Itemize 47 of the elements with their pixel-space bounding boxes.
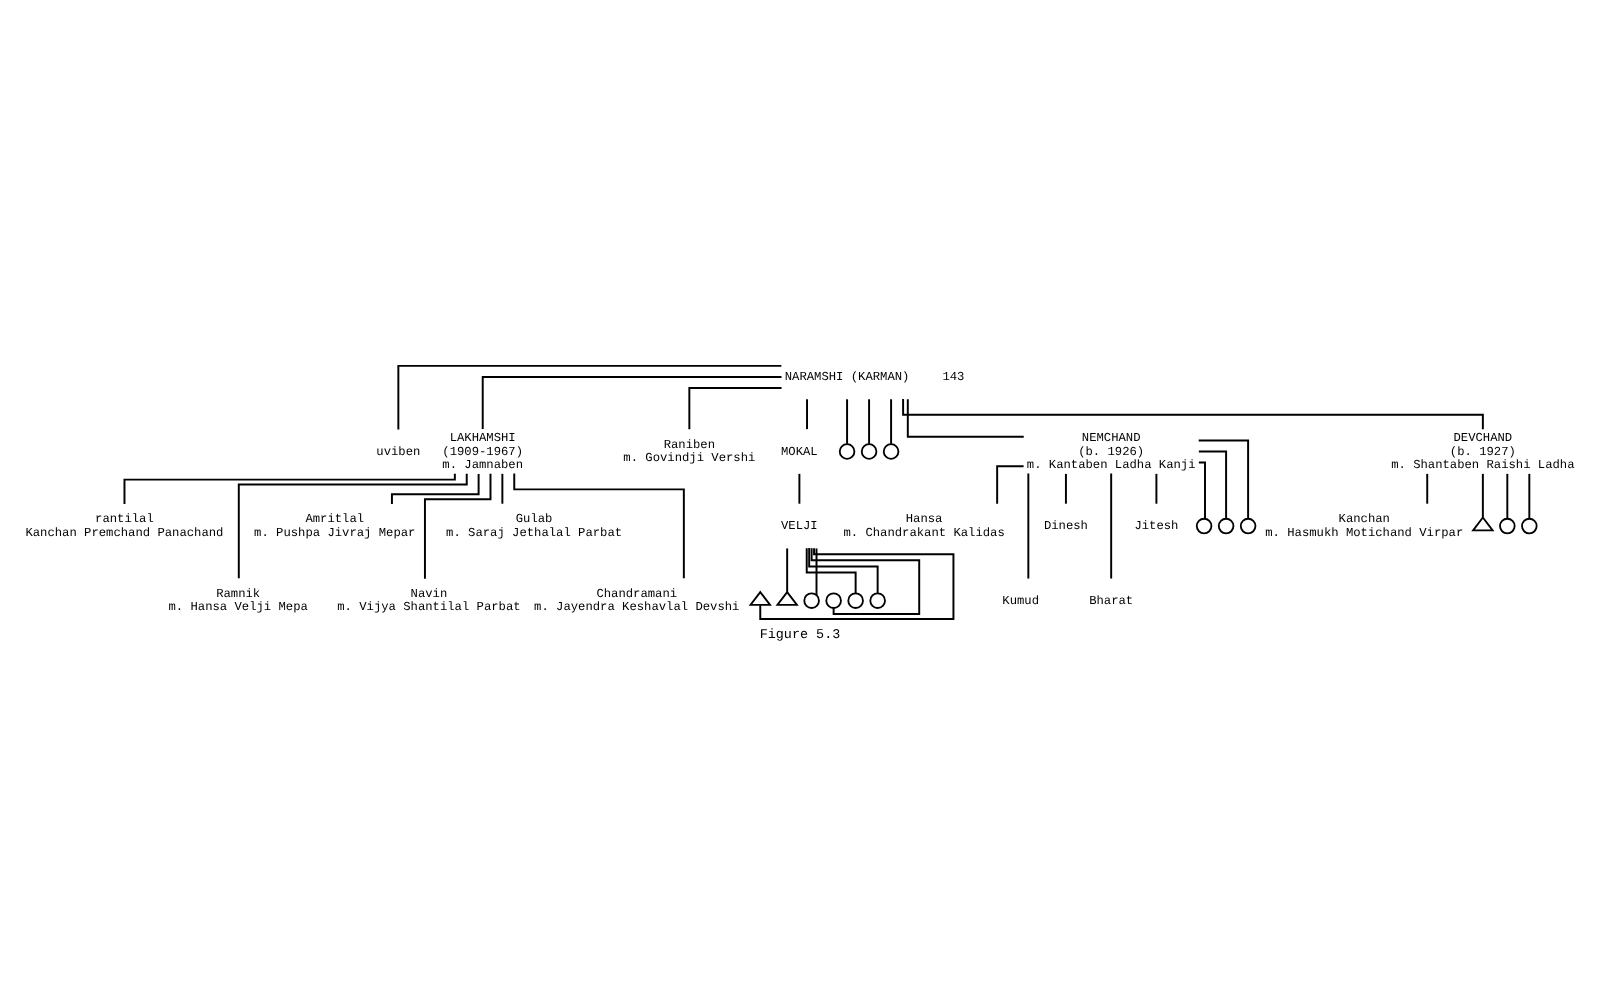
connector (808, 547, 879, 595)
connector (906, 398, 1025, 438)
connector (786, 547, 789, 593)
connector (759, 547, 955, 620)
connector (481, 375, 783, 431)
node-circle (825, 592, 842, 609)
connector (501, 472, 504, 505)
connector (1197, 461, 1206, 520)
node-circle (1499, 517, 1516, 535)
connector (815, 547, 818, 596)
node-circle (838, 443, 856, 460)
connector (868, 398, 871, 445)
connector (1481, 472, 1484, 519)
connector (1027, 472, 1030, 580)
connector (513, 472, 685, 580)
node-circle (1239, 517, 1257, 535)
node-circle (1195, 517, 1213, 535)
connector (1064, 472, 1067, 505)
node-circle (847, 592, 864, 609)
node-triangle (775, 590, 799, 606)
node-circle (803, 592, 820, 609)
connector (423, 472, 492, 580)
node-circle (882, 443, 900, 460)
connector (1155, 472, 1158, 505)
connector (1506, 472, 1509, 520)
connector (890, 398, 893, 445)
node-circle (869, 592, 886, 609)
node-triangle (748, 590, 772, 606)
connector (846, 398, 849, 445)
connector (798, 472, 801, 505)
connector (1197, 439, 1250, 520)
connector (1110, 472, 1113, 580)
node-triangle (1471, 516, 1495, 532)
connector (1426, 472, 1429, 505)
node-circle (1521, 517, 1538, 535)
connector (1197, 450, 1228, 520)
connector (996, 465, 1025, 505)
connector (390, 472, 480, 505)
node-circle (1217, 517, 1235, 535)
connector (806, 398, 808, 431)
connector (397, 364, 783, 431)
connector (1528, 472, 1531, 520)
connector (810, 547, 921, 616)
connector (688, 386, 783, 431)
node-circle (860, 443, 878, 460)
connector (805, 547, 857, 594)
connector (237, 472, 468, 580)
